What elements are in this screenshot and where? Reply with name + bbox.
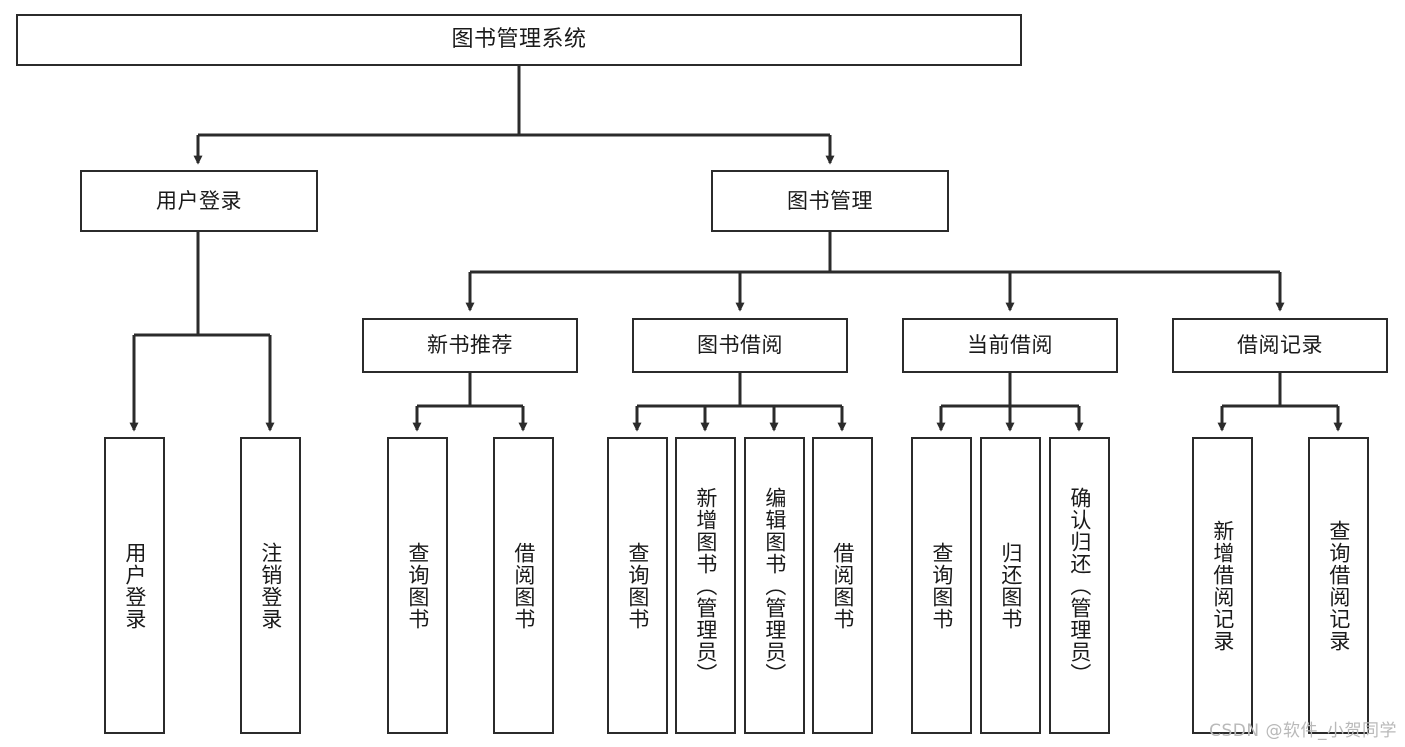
leaf-new-book-query-label: 查询图书 (405, 541, 430, 630)
leaf-user-login-login[interactable]: 用户登录 (104, 437, 165, 734)
node-current-borrow-label: 当前借阅 (967, 333, 1053, 358)
leaf-borrow-edit-book[interactable]: 编辑图书（管理员） (744, 437, 805, 734)
leaf-user-login-login-label: 用户登录 (122, 541, 147, 630)
node-book-borrow[interactable]: 图书借阅 (632, 318, 848, 373)
node-new-book-recommend-label: 新书推荐 (427, 333, 513, 358)
leaf-current-query-book-label: 查询图书 (929, 541, 954, 630)
leaf-user-login-logout-label: 注销登录 (258, 541, 283, 630)
node-book-management-label: 图书管理 (787, 188, 873, 213)
csdn-watermark: CSDN @软件_小贺同学 (1209, 721, 1397, 741)
node-root-system-label: 图书管理系统 (451, 27, 587, 53)
leaf-borrow-borrow-book[interactable]: 借阅图书 (812, 437, 873, 734)
leaf-borrow-add-book[interactable]: 新增图书（管理员） (675, 437, 736, 734)
node-book-borrow-label: 图书借阅 (697, 333, 783, 358)
leaf-record-query-label: 查询借阅记录 (1326, 519, 1351, 652)
node-current-borrow[interactable]: 当前借阅 (902, 318, 1118, 373)
node-borrow-record-label: 借阅记录 (1237, 333, 1323, 358)
leaf-user-login-logout[interactable]: 注销登录 (240, 437, 301, 734)
leaf-new-book-borrow[interactable]: 借阅图书 (493, 437, 554, 734)
node-user-login[interactable]: 用户登录 (80, 170, 318, 232)
leaf-borrow-edit-book-label: 编辑图书（管理员） (762, 486, 787, 685)
leaf-record-add[interactable]: 新增借阅记录 (1192, 437, 1253, 734)
leaf-current-confirm-return-label: 确认归还（管理员） (1067, 486, 1092, 685)
leaf-current-return-book-label: 归还图书 (998, 541, 1023, 630)
node-borrow-record[interactable]: 借阅记录 (1172, 318, 1388, 373)
leaf-current-confirm-return[interactable]: 确认归还（管理员） (1049, 437, 1110, 734)
leaf-record-add-label: 新增借阅记录 (1210, 519, 1235, 652)
leaf-borrow-borrow-book-label: 借阅图书 (830, 541, 855, 630)
node-root-system[interactable]: 图书管理系统 (16, 14, 1022, 66)
leaf-new-book-query[interactable]: 查询图书 (387, 437, 448, 734)
node-new-book-recommend[interactable]: 新书推荐 (362, 318, 578, 373)
leaf-new-book-borrow-label: 借阅图书 (511, 541, 536, 630)
node-user-login-label: 用户登录 (156, 188, 242, 213)
leaf-current-return-book[interactable]: 归还图书 (980, 437, 1041, 734)
leaf-borrow-add-book-label: 新增图书（管理员） (693, 486, 718, 685)
node-book-management[interactable]: 图书管理 (711, 170, 949, 232)
leaf-record-query[interactable]: 查询借阅记录 (1308, 437, 1369, 734)
leaf-borrow-query-book-label: 查询图书 (625, 541, 650, 630)
leaf-current-query-book[interactable]: 查询图书 (911, 437, 972, 734)
leaf-borrow-query-book[interactable]: 查询图书 (607, 437, 668, 734)
